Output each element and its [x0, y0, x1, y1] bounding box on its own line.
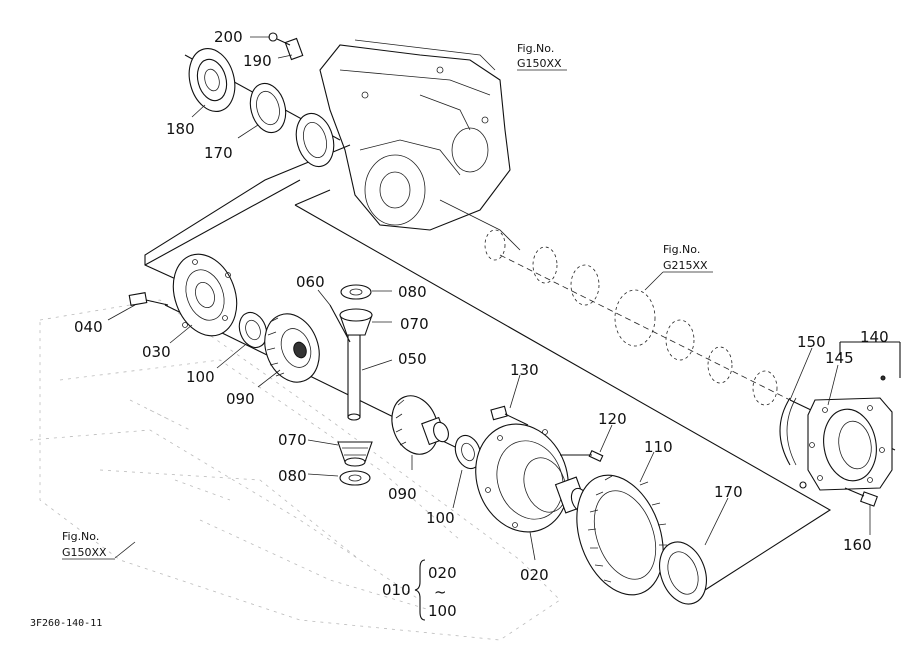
label-190: 190: [243, 52, 272, 70]
fig-code-bottom-left[interactable]: G150XX: [62, 546, 107, 559]
transmission-case: [319, 39, 521, 251]
part-labels: 200 190 180 170 040 030 100 090 060 080 …: [74, 28, 889, 584]
label-070-bottom: 070: [278, 431, 307, 449]
assembly-range-sep: ~: [434, 583, 447, 601]
label-040: 040: [74, 318, 103, 336]
label-110: 110: [644, 438, 673, 456]
fig-caption-top-right: Fig.No.: [517, 42, 554, 55]
fig-code-top-right[interactable]: G150XX: [517, 57, 562, 70]
label-170-top: 170: [204, 144, 233, 162]
label-090-left: 090: [226, 390, 255, 408]
assembly-range-end: 100: [428, 602, 457, 620]
drawing-code: 3F260-140-11: [30, 618, 102, 629]
label-140: 140: [860, 328, 889, 346]
label-130: 130: [510, 361, 539, 379]
label-170-right: 170: [714, 483, 743, 501]
label-100-left: 100: [186, 368, 215, 386]
assembly-parent: 010: [382, 581, 411, 599]
label-145: 145: [825, 349, 854, 367]
top-left-seals: [188, 32, 335, 168]
figure-ref-mid-right: Fig.No. G215XX: [644, 243, 713, 291]
fig-caption-bottom-left: Fig.No.: [62, 530, 99, 543]
figure-ref-top-right: Fig.No. G150XX: [517, 42, 567, 71]
label-100-mid: 100: [426, 509, 455, 527]
mid-shim: [454, 434, 482, 470]
label-050: 050: [398, 350, 427, 368]
right-bearing: [659, 541, 707, 605]
label-120: 120: [598, 410, 627, 428]
fig-code-mid-right[interactable]: G215XX: [663, 259, 708, 272]
label-080-bottom: 080: [278, 467, 307, 485]
differential-case: [475, 405, 604, 533]
assembly-range-start: 020: [428, 564, 457, 582]
label-150: 150: [797, 333, 826, 351]
left-bearing-housing: [128, 253, 268, 349]
ring-gear: [576, 474, 667, 596]
label-090-bottom: 090: [388, 485, 417, 503]
label-030: 030: [142, 343, 171, 361]
right-bearing-holder: [779, 341, 901, 507]
label-080-top: 080: [398, 283, 427, 301]
label-200: 200: [214, 28, 243, 46]
label-160: 160: [843, 536, 872, 554]
label-070-top: 070: [400, 315, 429, 333]
left-bevel-gear: [264, 313, 320, 383]
label-020: 020: [520, 566, 549, 584]
pinion-shaft-assembly: [329, 284, 373, 486]
label-180: 180: [166, 120, 195, 138]
fig-caption-mid-right: Fig.No.: [663, 243, 700, 256]
figure-ref-bottom-left: Fig.No. G150XX: [62, 530, 115, 560]
callout-leaders: [107, 36, 871, 561]
background-housing: [29, 299, 561, 641]
assembly-note: 010 020 ~ 100: [382, 559, 457, 621]
right-shaft-parts: [484, 229, 778, 406]
label-060: 060: [296, 273, 325, 291]
side-gear: [391, 395, 449, 455]
